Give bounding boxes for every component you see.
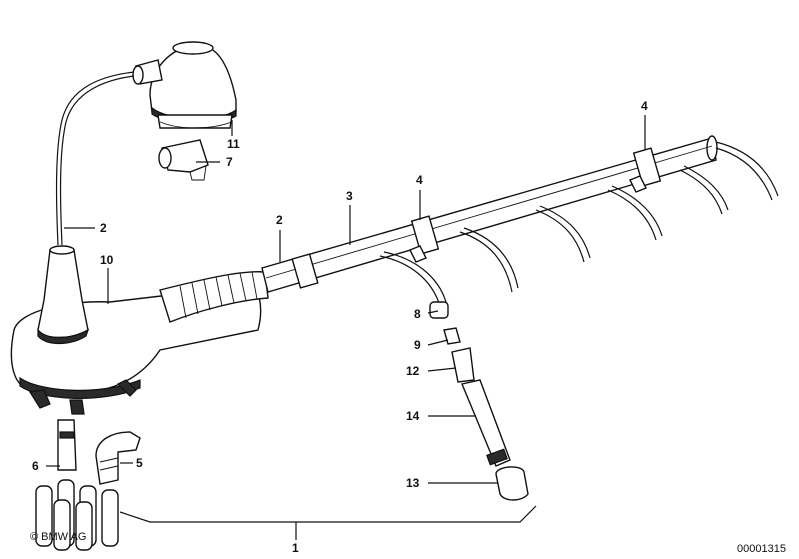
lower-connectors [35,419,141,551]
callout-11: 11 [227,137,240,151]
callout-5: 5 [136,456,143,470]
grommet-8 [429,301,449,319]
callout-1: 1 [292,541,299,555]
exploded-connector-parts [429,301,529,501]
plug-connector-7 [158,139,209,181]
coil-ignition-lead [55,71,135,246]
image-number: 00001315 [737,543,786,555]
sleeve-13 [495,466,529,501]
plug-cap-14 [461,379,511,467]
callout-2-clamp: 2 [276,213,283,227]
callout-7: 7 [226,155,233,169]
callout-8: 8 [414,307,421,321]
callout-2-coil-lead: 2 [100,221,107,235]
distributor-base [10,245,269,415]
callout-9: 9 [414,338,421,352]
callout-13: 13 [406,476,420,490]
connector-6 [57,419,77,471]
callout-6: 6 [32,459,39,473]
assembly-bracket [119,505,537,523]
lead-tube [261,135,718,293]
ignition-leads [379,141,779,307]
leader-lines [46,115,646,540]
callout-12: 12 [406,364,420,378]
suppressor-12 [451,347,475,383]
callout-3: 3 [346,189,353,203]
seal-9 [443,327,461,345]
callout-10: 10 [100,253,114,267]
callout-4-right: 4 [641,99,648,113]
distributor-cap-top [132,41,237,129]
copyright-label: © BMW AG [30,531,86,543]
callout-14: 14 [406,409,420,423]
callout-4-left: 4 [416,173,423,187]
